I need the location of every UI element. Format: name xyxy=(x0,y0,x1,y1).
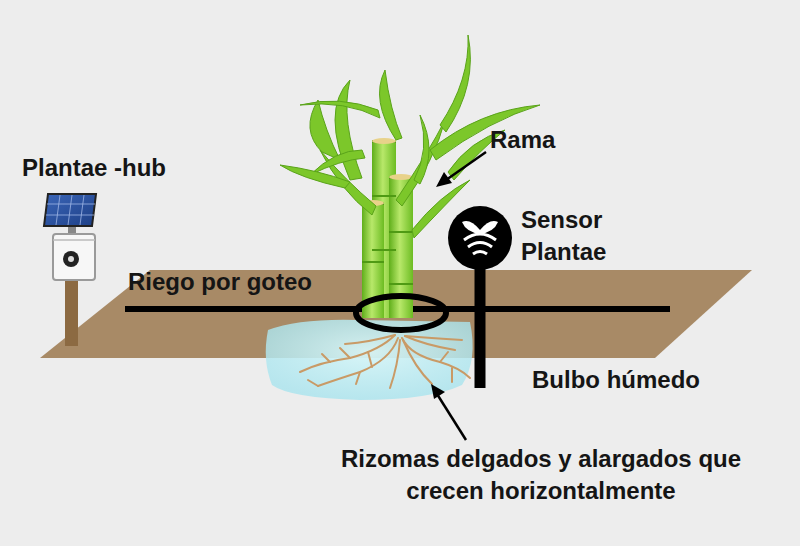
plantae-sensor xyxy=(448,206,512,388)
leader-arrows xyxy=(431,152,486,440)
bamboo-plant xyxy=(280,35,540,318)
rhizome-label: Rizomas delgados y alargados que crecen … xyxy=(326,443,756,507)
sensor-label: Sensor Plantae xyxy=(521,204,633,268)
wet-bulb xyxy=(266,320,473,400)
drip-label: Riego por goteo xyxy=(128,266,358,298)
branch-label: Rama xyxy=(490,124,580,156)
drip-ring xyxy=(356,296,446,330)
plantae-hub xyxy=(44,194,96,346)
hub-label: Plantae -hub xyxy=(22,152,212,184)
bulb-label: Bulbo húmedo xyxy=(532,364,742,396)
rhizomes xyxy=(300,335,470,388)
